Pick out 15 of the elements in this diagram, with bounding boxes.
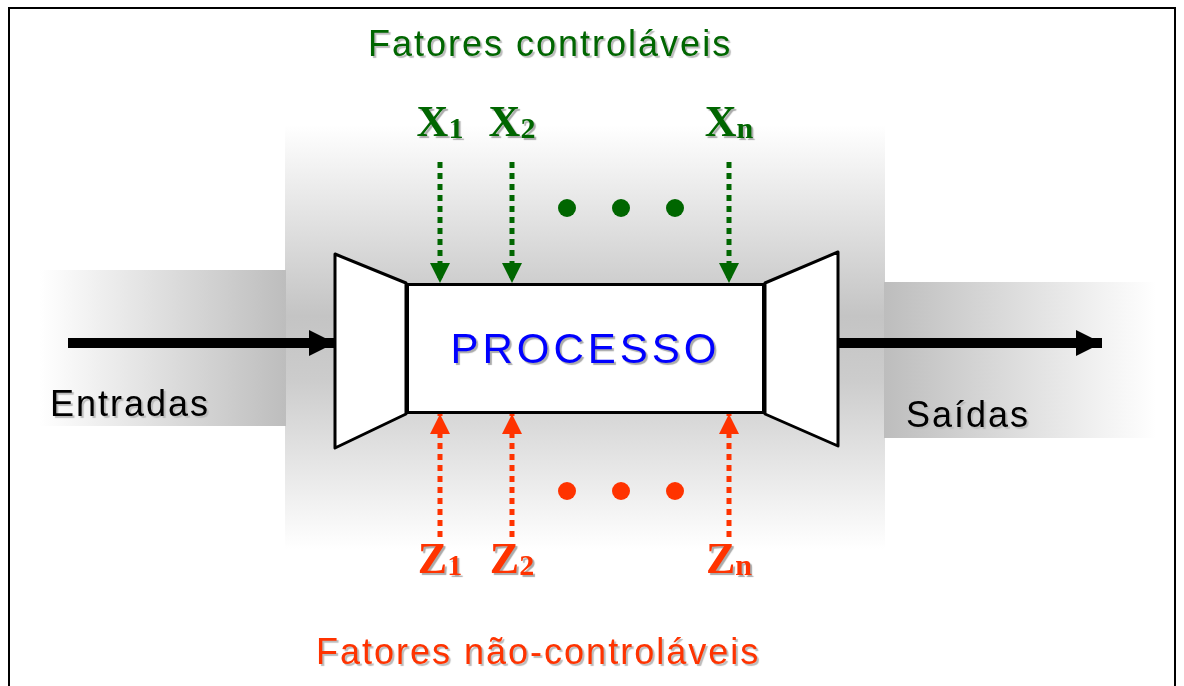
- arrow: [68, 330, 335, 356]
- arrow: [719, 414, 739, 537]
- funnel-trapezoid: [765, 252, 838, 446]
- flow-label: Saídas: [906, 395, 1066, 439]
- arrow: [838, 330, 1102, 356]
- flow-label: Entradas: [50, 384, 260, 428]
- arrow: [430, 414, 450, 537]
- process-label: PROCESSO: [450, 324, 721, 373]
- arrow: [502, 414, 522, 537]
- arrow: [430, 162, 450, 283]
- arrow: [502, 162, 522, 283]
- arrow: [719, 162, 739, 283]
- heading: Fatores controláveis: [368, 24, 733, 64]
- heading: Fatores não-controláveis: [316, 632, 761, 672]
- funnel-trapezoid: [335, 254, 406, 448]
